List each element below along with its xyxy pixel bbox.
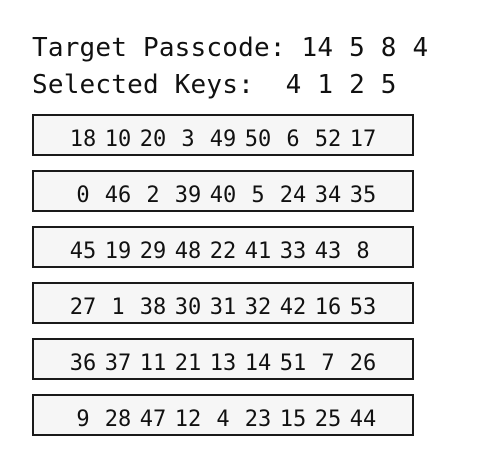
key-button[interactable]: 19	[104, 239, 132, 264]
key-button[interactable]: 38	[139, 295, 167, 320]
key-button[interactable]: 30	[174, 295, 202, 320]
key-button[interactable]: 50	[244, 127, 272, 152]
key-button[interactable]: 45	[69, 239, 97, 264]
key-button[interactable]: 42	[279, 295, 307, 320]
keypad-row: 36 37 11 21 13 14 51 7 26	[32, 338, 414, 380]
key-button[interactable]: 14	[244, 351, 272, 376]
key-button[interactable]: 23	[244, 407, 272, 432]
key-button[interactable]: 3	[181, 127, 195, 152]
key-button[interactable]: 24	[279, 183, 307, 208]
key-button[interactable]: 6	[286, 127, 300, 152]
key-button[interactable]: 32	[244, 295, 272, 320]
key-button[interactable]: 39	[174, 183, 202, 208]
key-button[interactable]: 27	[69, 295, 97, 320]
key-button[interactable]: 17	[349, 127, 377, 152]
key-button[interactable]: 0	[76, 183, 90, 208]
key-button[interactable]: 11	[139, 351, 167, 376]
key-button[interactable]: 7	[321, 351, 335, 376]
key-button[interactable]: 48	[174, 239, 202, 264]
selected-keys-value: 4 1 2 5	[285, 70, 397, 100]
target-passcode-label: Target Passcode:	[32, 33, 286, 63]
key-button[interactable]: 26	[349, 351, 377, 376]
key-button[interactable]: 47	[139, 407, 167, 432]
key-button[interactable]: 49	[209, 127, 237, 152]
selected-keys-label: Selected Keys:	[32, 70, 254, 100]
key-button[interactable]: 2	[146, 183, 160, 208]
key-button[interactable]: 9	[76, 407, 90, 432]
key-button[interactable]: 53	[349, 295, 377, 320]
selected-keys-line: Selected Keys: 4 1 2 5	[32, 70, 397, 100]
key-button[interactable]: 16	[314, 295, 342, 320]
target-passcode-value: 14 5 8 4	[301, 33, 429, 63]
key-button[interactable]: 29	[139, 239, 167, 264]
key-button[interactable]: 43	[314, 239, 342, 264]
key-button[interactable]: 18	[69, 127, 97, 152]
key-button[interactable]: 46	[104, 183, 132, 208]
keypad-row: 27 1 38 30 31 32 42 16 53	[32, 282, 414, 324]
keypad-row: 18 10 20 3 49 50 6 52 17	[32, 114, 414, 156]
key-button[interactable]: 10	[104, 127, 132, 152]
key-button[interactable]: 41	[244, 239, 272, 264]
key-button[interactable]: 36	[69, 351, 97, 376]
key-button[interactable]: 15	[279, 407, 307, 432]
keypad-row: 0 46 2 39 40 5 24 34 35	[32, 170, 414, 212]
key-button[interactable]: 5	[251, 183, 265, 208]
key-button[interactable]: 12	[174, 407, 202, 432]
key-button[interactable]: 20	[139, 127, 167, 152]
key-button[interactable]: 37	[104, 351, 132, 376]
key-button[interactable]: 34	[314, 183, 342, 208]
key-button[interactable]: 35	[349, 183, 377, 208]
key-button[interactable]: 51	[279, 351, 307, 376]
key-button[interactable]: 40	[209, 183, 237, 208]
key-button[interactable]: 31	[209, 295, 237, 320]
keypad-row: 45 19 29 48 22 41 33 43 8	[32, 226, 414, 268]
keypad-row: 9 28 47 12 4 23 15 25 44	[32, 394, 414, 436]
key-button[interactable]: 1	[111, 295, 125, 320]
key-button[interactable]: 44	[349, 407, 377, 432]
key-button[interactable]: 4	[216, 407, 230, 432]
key-button[interactable]: 13	[209, 351, 237, 376]
key-button[interactable]: 25	[314, 407, 342, 432]
key-button[interactable]: 52	[314, 127, 342, 152]
key-button[interactable]: 28	[104, 407, 132, 432]
target-passcode-line: Target Passcode: 14 5 8 4	[32, 33, 428, 63]
key-button[interactable]: 21	[174, 351, 202, 376]
key-button[interactable]: 22	[209, 239, 237, 264]
key-button[interactable]: 8	[356, 239, 370, 264]
key-button[interactable]: 33	[279, 239, 307, 264]
